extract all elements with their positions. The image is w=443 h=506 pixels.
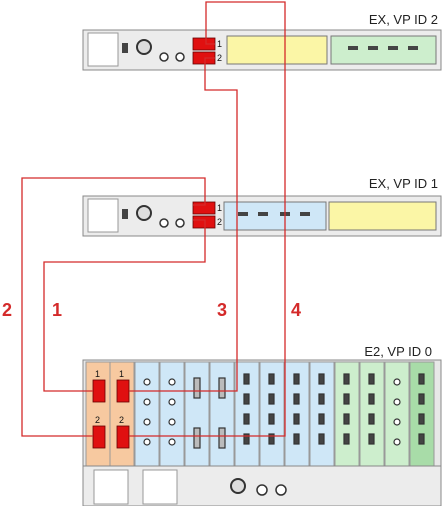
ex-vp2-power-icon <box>159 52 169 62</box>
e2-port-a2 <box>92 425 106 449</box>
ex-vp2-ethernet-icon <box>136 39 152 55</box>
ex-vp1-unit: EX, VP ID 1 1 2 <box>82 176 442 237</box>
e2-port-b2 <box>116 425 130 449</box>
ex-vp1-port-1-label: 1 <box>217 203 222 213</box>
cable-1 <box>43 219 206 392</box>
ex-vp2-label: EX, VP ID 2 <box>369 12 438 27</box>
cable-number-3: 3 <box>217 300 227 320</box>
ex-vp1-port-2 <box>192 215 216 229</box>
ex-vp1-power-icon <box>159 218 169 228</box>
e2-vp0-unit: E2, VP ID 0 <box>82 344 442 506</box>
cable-3 <box>129 57 238 392</box>
e2-card-orange-2 <box>109 361 135 467</box>
e2-port-b2-label: 2 <box>119 415 124 425</box>
e2-port-b1-label: 1 <box>119 369 124 379</box>
e2-card-orange-1 <box>85 361 111 467</box>
ex-vp2-hdmi-icon <box>348 46 358 50</box>
ex-vp1-hdmi-icon <box>258 212 268 216</box>
e2-card-blue <box>159 361 185 467</box>
ex-vp1-port-1 <box>192 201 216 215</box>
ex-vp1-blank-panel <box>87 198 119 233</box>
e2-card-green <box>384 361 410 467</box>
e2-port-a2-label: 2 <box>95 415 100 425</box>
e2-port-b1 <box>116 379 130 403</box>
e2-power-icon-2 <box>275 484 287 496</box>
e2-ethernet-icon <box>230 478 246 494</box>
ex-vp2-unit: EX, VP ID 2 1 2 <box>82 12 442 71</box>
cable-2 <box>21 177 206 437</box>
e2-power-icon <box>256 484 268 496</box>
e2-port-a1 <box>92 379 106 403</box>
cable-number-4: 4 <box>291 300 301 320</box>
e2-blank-panel-2 <box>142 469 178 505</box>
ex-vp2-port-1-label: 1 <box>217 39 222 49</box>
cable-number-2: 2 <box>2 300 12 320</box>
ex-vp2-power-icon-2 <box>175 52 185 62</box>
ex-vp1-ethernet-icon <box>136 205 152 221</box>
ex-vp2-hdmi-icon <box>408 46 418 50</box>
ex-vp1-power-icon-2 <box>175 218 185 228</box>
e2-blank-panel-1 <box>93 469 129 505</box>
e2-card-blue <box>134 361 160 467</box>
ex-vp1-port-2-label: 2 <box>217 217 222 227</box>
e2-port-a1-label: 1 <box>95 369 100 379</box>
ex-vp2-card-yellow <box>226 35 328 65</box>
cable-number-1: 1 <box>52 300 62 320</box>
ex-vp2-card-green <box>330 35 437 65</box>
ex-vp1-card-yellow <box>328 201 437 231</box>
ex-vp2-blank-panel <box>87 32 119 67</box>
ex-vp1-label: EX, VP ID 1 <box>369 176 438 191</box>
ex-vp1-usb-icon <box>122 209 128 219</box>
cable-4 <box>129 1 286 437</box>
ex-vp2-hdmi-icon <box>388 46 398 50</box>
ex-vp2-hdmi-icon <box>368 46 378 50</box>
ex-vp2-port-2-label: 2 <box>217 53 222 63</box>
ex-vp2-usb-icon <box>122 43 128 53</box>
e2-connectors <box>143 373 425 449</box>
cables <box>21 1 286 437</box>
e2-vp0-label: E2, VP ID 0 <box>364 344 432 359</box>
ex-vp1-hdmi-icon <box>238 212 248 216</box>
ex-vp1-hdmi-icon <box>300 212 310 216</box>
